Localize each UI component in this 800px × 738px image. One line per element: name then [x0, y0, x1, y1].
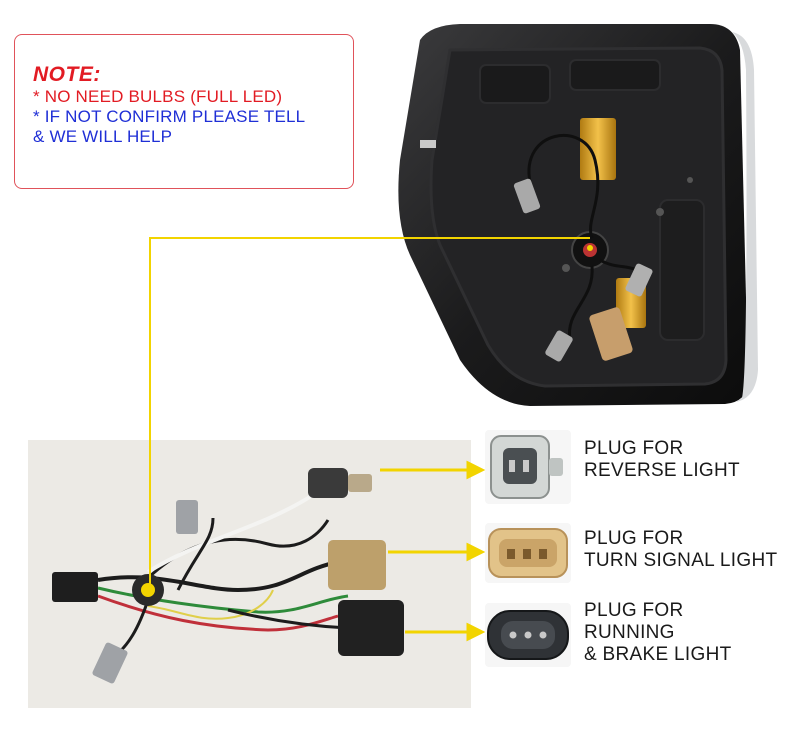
turn-label-line2: TURN SIGNAL LIGHT	[584, 550, 778, 571]
tail-lamp-image	[380, 10, 800, 420]
note-line-bulbs: * NO NEED BULBS (FULL LED)	[33, 87, 283, 106]
turn-signal-plug-icon	[485, 523, 571, 583]
brake-label-line1: PLUG FOR	[584, 600, 684, 621]
note-line-confirm: * IF NOT CONFIRM PLEASE TELL	[33, 107, 306, 126]
reverse-label-line2: REVERSE LIGHT	[584, 460, 740, 481]
reverse-label-line1: PLUG FOR	[584, 438, 684, 459]
reverse-light-label: PLUG FOR REVERSE LIGHT	[584, 438, 740, 482]
wiring-harness-photo	[28, 440, 471, 708]
running-brake-light-label: PLUG FOR RUNNING & BRAKE LIGHT	[584, 600, 732, 666]
brake-label-line3: & BRAKE LIGHT	[584, 644, 732, 665]
turn-label-line1: PLUG FOR	[584, 528, 684, 549]
note-box: NOTE: * NO NEED BULBS (FULL LED) * IF NO…	[14, 34, 354, 189]
note-title: NOTE:	[33, 63, 101, 86]
running-brake-plug-icon	[485, 603, 571, 667]
note-line-help: & WE WILL HELP	[33, 127, 173, 146]
brake-label-line2: RUNNING	[584, 622, 675, 643]
tail-lamp-illustration	[398, 24, 758, 406]
reverse-light-plug-icon	[485, 430, 571, 504]
turn-signal-light-label: PLUG FOR TURN SIGNAL LIGHT	[584, 528, 777, 572]
wiring-harness-illustration	[52, 468, 404, 684]
